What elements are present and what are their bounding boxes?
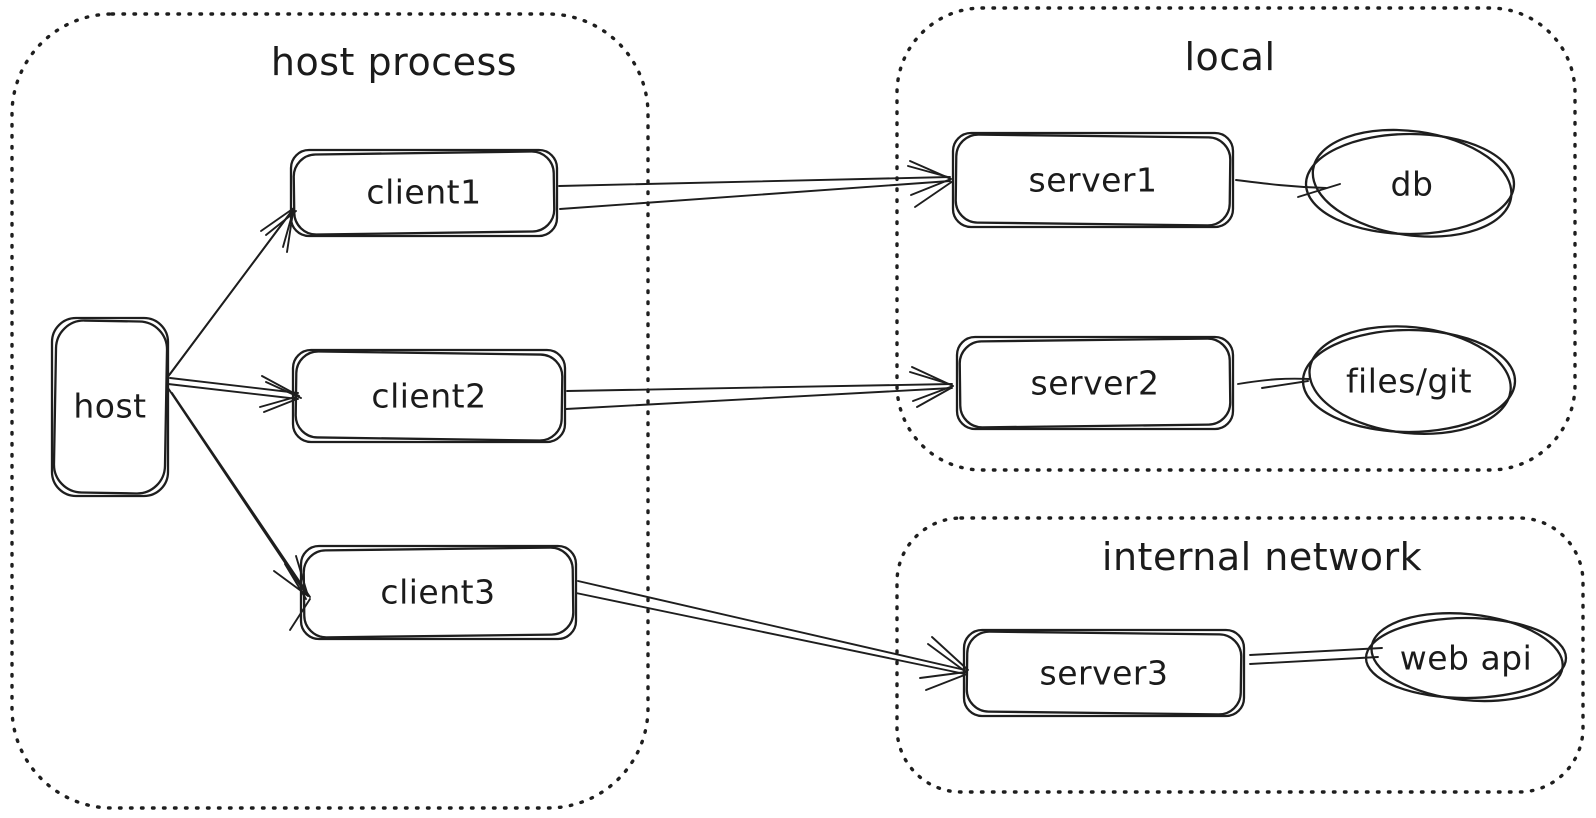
- group-label-internal-network: internal network: [1101, 535, 1423, 579]
- edge-client3-server3: [575, 580, 969, 691]
- edge-server3-web-api: [1249, 647, 1383, 665]
- node-label-web-api: web api: [1399, 638, 1533, 678]
- edge-server2-files-git: [1237, 377, 1311, 389]
- node-label-server1: server1: [1028, 160, 1158, 200]
- node-fills: [52, 117, 1568, 716]
- node-label-server3: server3: [1039, 653, 1169, 693]
- local-group-outline: [895, 6, 1577, 472]
- edge-host-client2: [167, 375, 302, 413]
- edge-client2-server2: [565, 366, 954, 410]
- group-label-local: local: [1184, 35, 1276, 79]
- node-label-client2: client2: [371, 376, 487, 416]
- node-label-files-git: files/git: [1345, 361, 1473, 401]
- edge-host-client3: [167, 387, 311, 631]
- group-label-host-process: host process: [270, 40, 518, 84]
- node-label-client3: client3: [380, 572, 496, 612]
- group-outlines: [10, 6, 1585, 810]
- edges: [166, 160, 1383, 691]
- host-process-group-outline: [10, 12, 650, 810]
- edge-host-client1: [166, 207, 297, 379]
- node-label-client1: client1: [366, 172, 482, 212]
- node-label-host: host: [73, 386, 147, 426]
- edge-client1-server1: [558, 160, 954, 210]
- node-label-server2: server2: [1030, 363, 1160, 403]
- node-label-db: db: [1390, 164, 1434, 204]
